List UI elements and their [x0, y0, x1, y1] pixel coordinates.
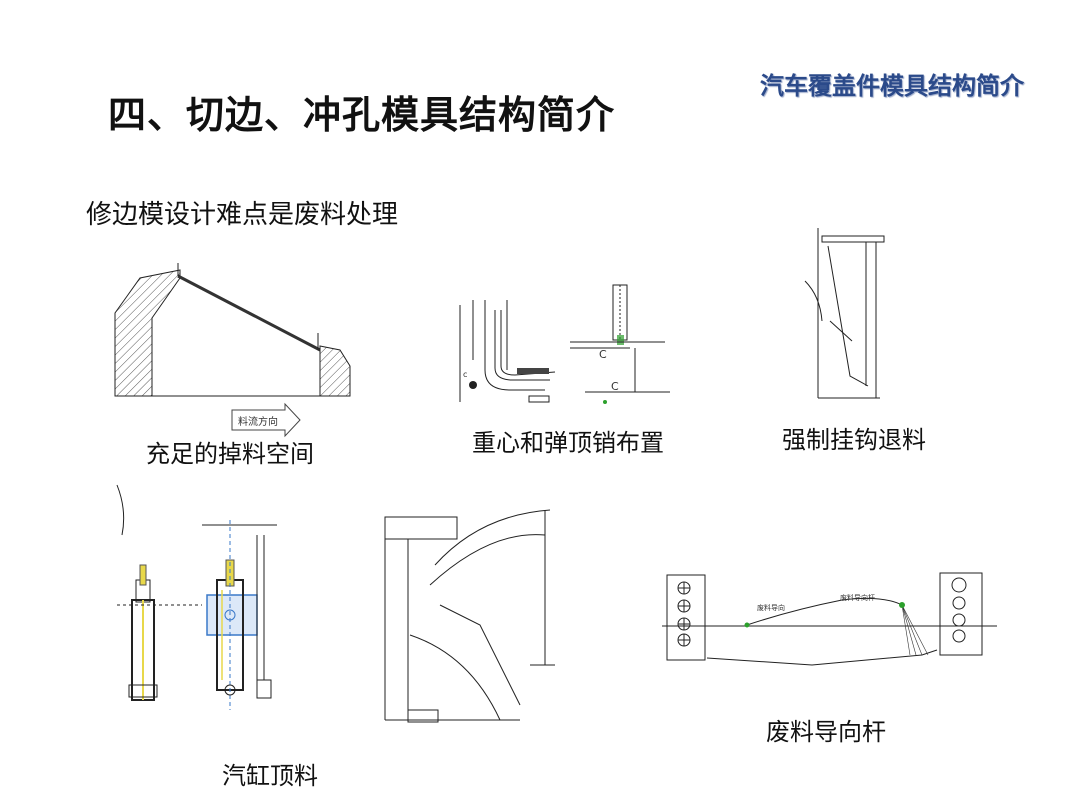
caption-scrap-space: 充足的掉料空间 [146, 440, 314, 468]
caption-cylinder-eject: 汽缸顶料 [222, 762, 318, 790]
forced-hook-diagram [804, 228, 885, 399]
gravity-pins-diagram: c C C [459, 284, 670, 404]
slide-subtitle: 修边模设计难点是废料处理 [86, 200, 399, 230]
caption-forced-hook: 强制挂钩退料 [782, 426, 926, 454]
brand-header: 汽车覆盖件模具结构简介 [760, 72, 1024, 100]
guide-structure-diagram [384, 509, 555, 723]
cylinder-eject-diagram [116, 484, 277, 710]
flow-arrow-label: 料流方向 [238, 415, 278, 428]
scrap-guide-rod-diagram: 废料导向 废料导向杆 [662, 572, 997, 666]
guide-rod-label-a: 废料导向 [757, 603, 785, 612]
slide-title: 四、切边、冲孔模具结构简介 [108, 93, 616, 137]
caption-scrap-guide-rod: 废料导向杆 [766, 718, 886, 746]
gravity-label-c2: C [611, 380, 619, 393]
flow-arrow: 料流方向 [231, 402, 301, 438]
guide-rod-label-b: 废料导向杆 [840, 593, 875, 602]
caption-gravity-pins: 重心和弹顶销布置 [472, 429, 664, 457]
gravity-label-c: c [463, 370, 467, 379]
scrap-space-diagram: 料流方向 [114, 263, 351, 438]
gravity-label-c1: C [599, 348, 607, 361]
